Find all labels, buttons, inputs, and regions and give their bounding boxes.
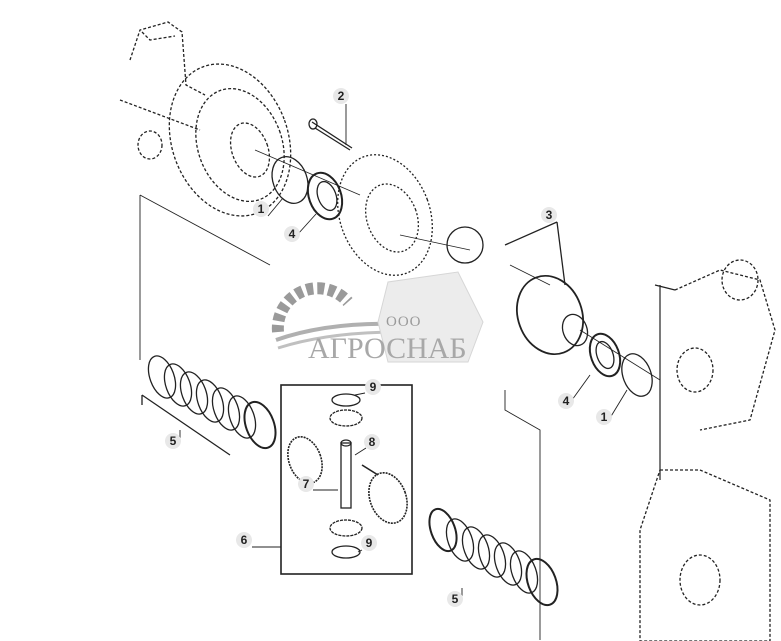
callout-8[interactable]: 8 bbox=[364, 434, 380, 450]
callout-1-right[interactable]: 1 bbox=[596, 409, 612, 425]
bolt bbox=[311, 121, 353, 151]
clutch-pack-right bbox=[428, 507, 559, 607]
pinion-group-box bbox=[280, 384, 413, 575]
clutch-pack-left bbox=[141, 355, 277, 456]
diff-case bbox=[516, 274, 584, 356]
callout-2[interactable]: 2 bbox=[333, 88, 349, 104]
callout-7[interactable]: 7 bbox=[298, 476, 314, 492]
callout-9-bottom[interactable]: 9 bbox=[361, 535, 377, 551]
bearing bbox=[306, 171, 344, 221]
axle-housing-left bbox=[119, 21, 292, 217]
callout-6[interactable]: 6 bbox=[236, 532, 252, 548]
callout-5-left[interactable]: 5 bbox=[165, 433, 181, 449]
callout-9-top[interactable]: 9 bbox=[365, 379, 381, 395]
seal-ring bbox=[271, 156, 309, 204]
callout-5-right[interactable]: 5 bbox=[447, 591, 463, 607]
callout-4-left[interactable]: 4 bbox=[284, 226, 300, 242]
callout-4-right[interactable]: 4 bbox=[558, 393, 574, 409]
callout-1-left[interactable]: 1 bbox=[253, 201, 269, 217]
axle-housing-right bbox=[639, 259, 776, 641]
crown-gear bbox=[337, 154, 433, 276]
callout-3[interactable]: 3 bbox=[541, 207, 557, 223]
